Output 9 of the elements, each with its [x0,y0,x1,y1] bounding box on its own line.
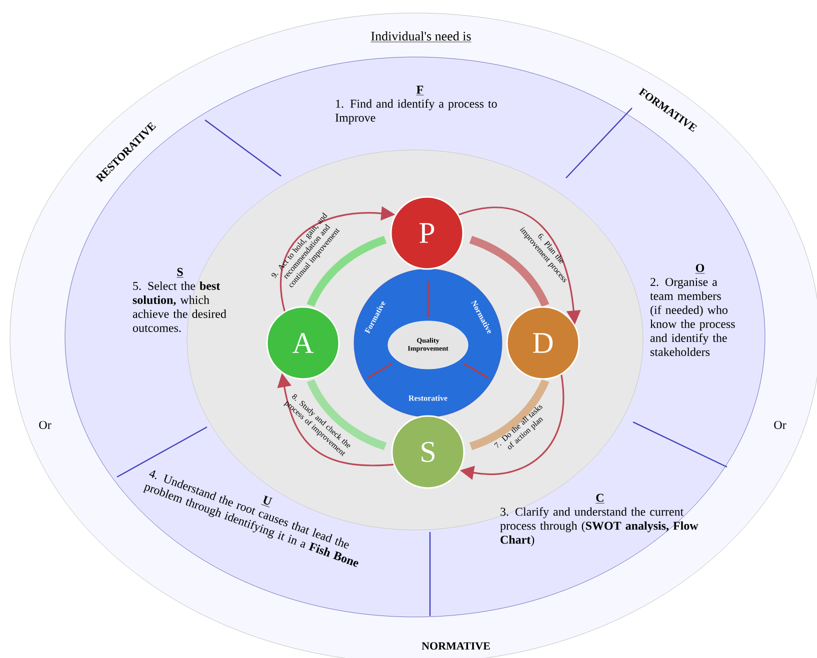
or-label: Or [39,420,52,429]
segment-text: S 5. Select the best solution, which achieve the desired outcomes. [132,268,226,332]
segment-text: F 1. Find and identify a process to Improve [335,86,497,124]
title: Individual's need is [370,31,472,42]
ring-label: NORMATIVE [422,642,490,650]
segment-text: O 2. Organise a team members (if needed) who know the process and identify the stakeholders [650,264,735,356]
or-label: Or [774,420,786,429]
sector-label: Restorative [408,395,448,401]
segment-text: C 3. Clarify and understand the current process through (SWOT analysis, Flow Chart) [500,494,698,546]
